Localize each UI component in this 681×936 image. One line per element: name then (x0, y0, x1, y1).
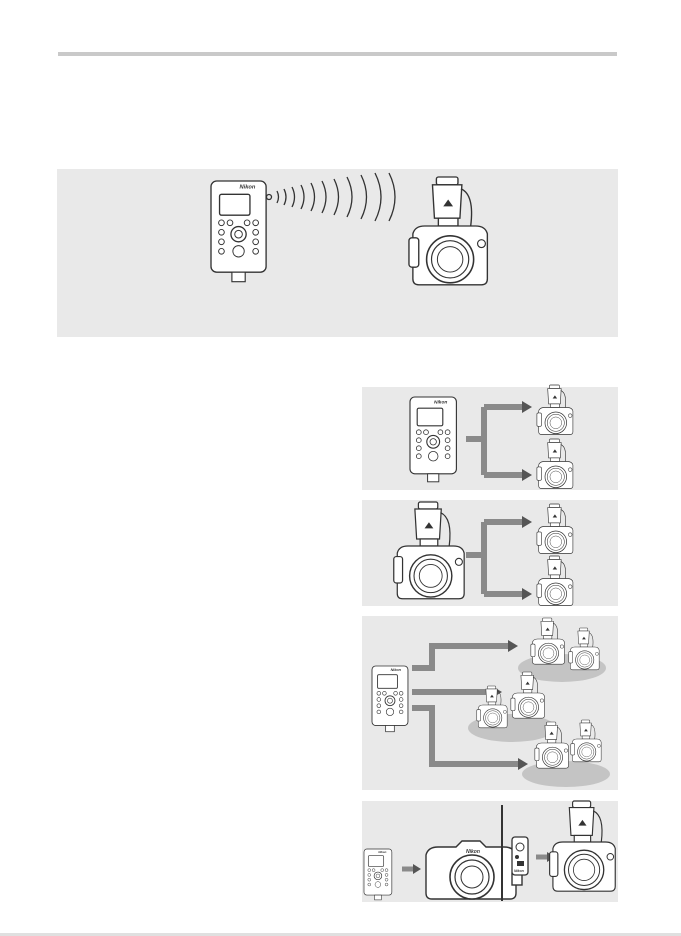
remote-controller-icon (364, 849, 392, 900)
radio-wave-icon (267, 173, 396, 221)
branch-arrow-icon (466, 407, 524, 475)
camera-with-flash-icon (394, 502, 464, 599)
camera-with-flash-icon (537, 439, 573, 489)
camera-with-flash-icon (531, 618, 565, 664)
remote-to-camera-groups-panel (362, 616, 618, 790)
remote-setups-panel: Nikon Nikon (362, 801, 618, 902)
camera-with-flash-icon (571, 720, 601, 762)
svg-text:Nikon: Nikon (466, 849, 480, 855)
camera-with-flash-icon (569, 628, 599, 670)
camera-with-flash-icon (537, 504, 573, 554)
camera-with-flash-icon (550, 801, 616, 891)
remote-controller-icon (211, 181, 266, 282)
camera-with-flash-icon (409, 177, 487, 285)
camera-with-flash-icon (537, 556, 573, 606)
top-rule (58, 52, 617, 56)
small-remote-icon: Nikon (512, 837, 528, 875)
remote-controller-icon (410, 397, 456, 482)
camera-body-icon: Nikon (426, 841, 522, 899)
remote-to-two-cameras-panel (362, 387, 618, 490)
branch-arrow-icon (466, 522, 524, 594)
camera-to-two-cameras-panel (362, 500, 618, 606)
camera-with-flash-icon (537, 385, 573, 435)
hero-illustration-panel (57, 169, 618, 337)
svg-text:Nikon: Nikon (514, 869, 524, 873)
remote-controller-icon (372, 666, 408, 732)
